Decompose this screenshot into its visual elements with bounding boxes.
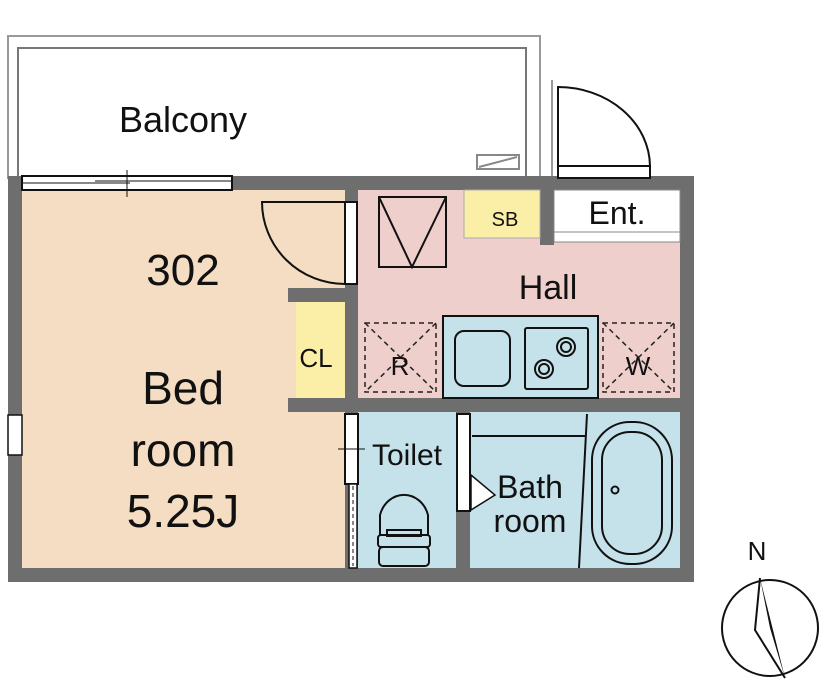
bathroom-label-line2: room: [494, 503, 567, 539]
entrance-door[interactable]: [551, 80, 651, 179]
bedroom-size: 5.25J: [127, 485, 240, 537]
toilet-door[interactable]: [338, 413, 365, 569]
balcony: Balcony: [7, 35, 541, 179]
hall-label: Hall: [519, 269, 578, 307]
toilet-icon: [377, 493, 431, 567]
compass-icon: N: [721, 536, 819, 679]
compass-north-label: N: [748, 536, 767, 566]
washer-space: [602, 322, 675, 393]
washer-label: W: [626, 351, 651, 381]
sink-icon: [454, 330, 511, 387]
closet-label: CL: [299, 343, 332, 373]
closet-wall: [288, 288, 345, 302]
entrance-label: Ent.: [589, 195, 646, 231]
shoe-box: [463, 189, 541, 239]
wall-segment: [288, 398, 358, 412]
refrigerator-space: [364, 322, 437, 393]
bathtub-icon: [591, 421, 673, 565]
unit-number: 302: [146, 246, 219, 295]
bedroom: [22, 190, 345, 568]
shoe-box-label: SB: [492, 209, 519, 231]
kitchen-counter: [442, 315, 599, 399]
hall-fixture: [378, 196, 447, 270]
balcony-label: Balcony: [119, 99, 247, 140]
entrance-step: [553, 231, 681, 243]
refrigerator-label: R: [391, 351, 410, 381]
toilet-room: [358, 412, 456, 568]
bedroom-door[interactable]: [260, 201, 358, 285]
closet: [296, 302, 345, 398]
stove-icon: [524, 327, 589, 390]
bathroom: [470, 412, 680, 568]
side-window: [7, 414, 23, 456]
entrance-wall: [540, 190, 554, 245]
bathroom-door[interactable]: [456, 413, 497, 512]
bedroom-label-line1: Bed: [142, 362, 224, 414]
toilet-label: Toilet: [372, 439, 443, 472]
bathroom-label-line1: Bath: [497, 469, 563, 505]
bedroom-label-line2: room: [131, 424, 236, 476]
